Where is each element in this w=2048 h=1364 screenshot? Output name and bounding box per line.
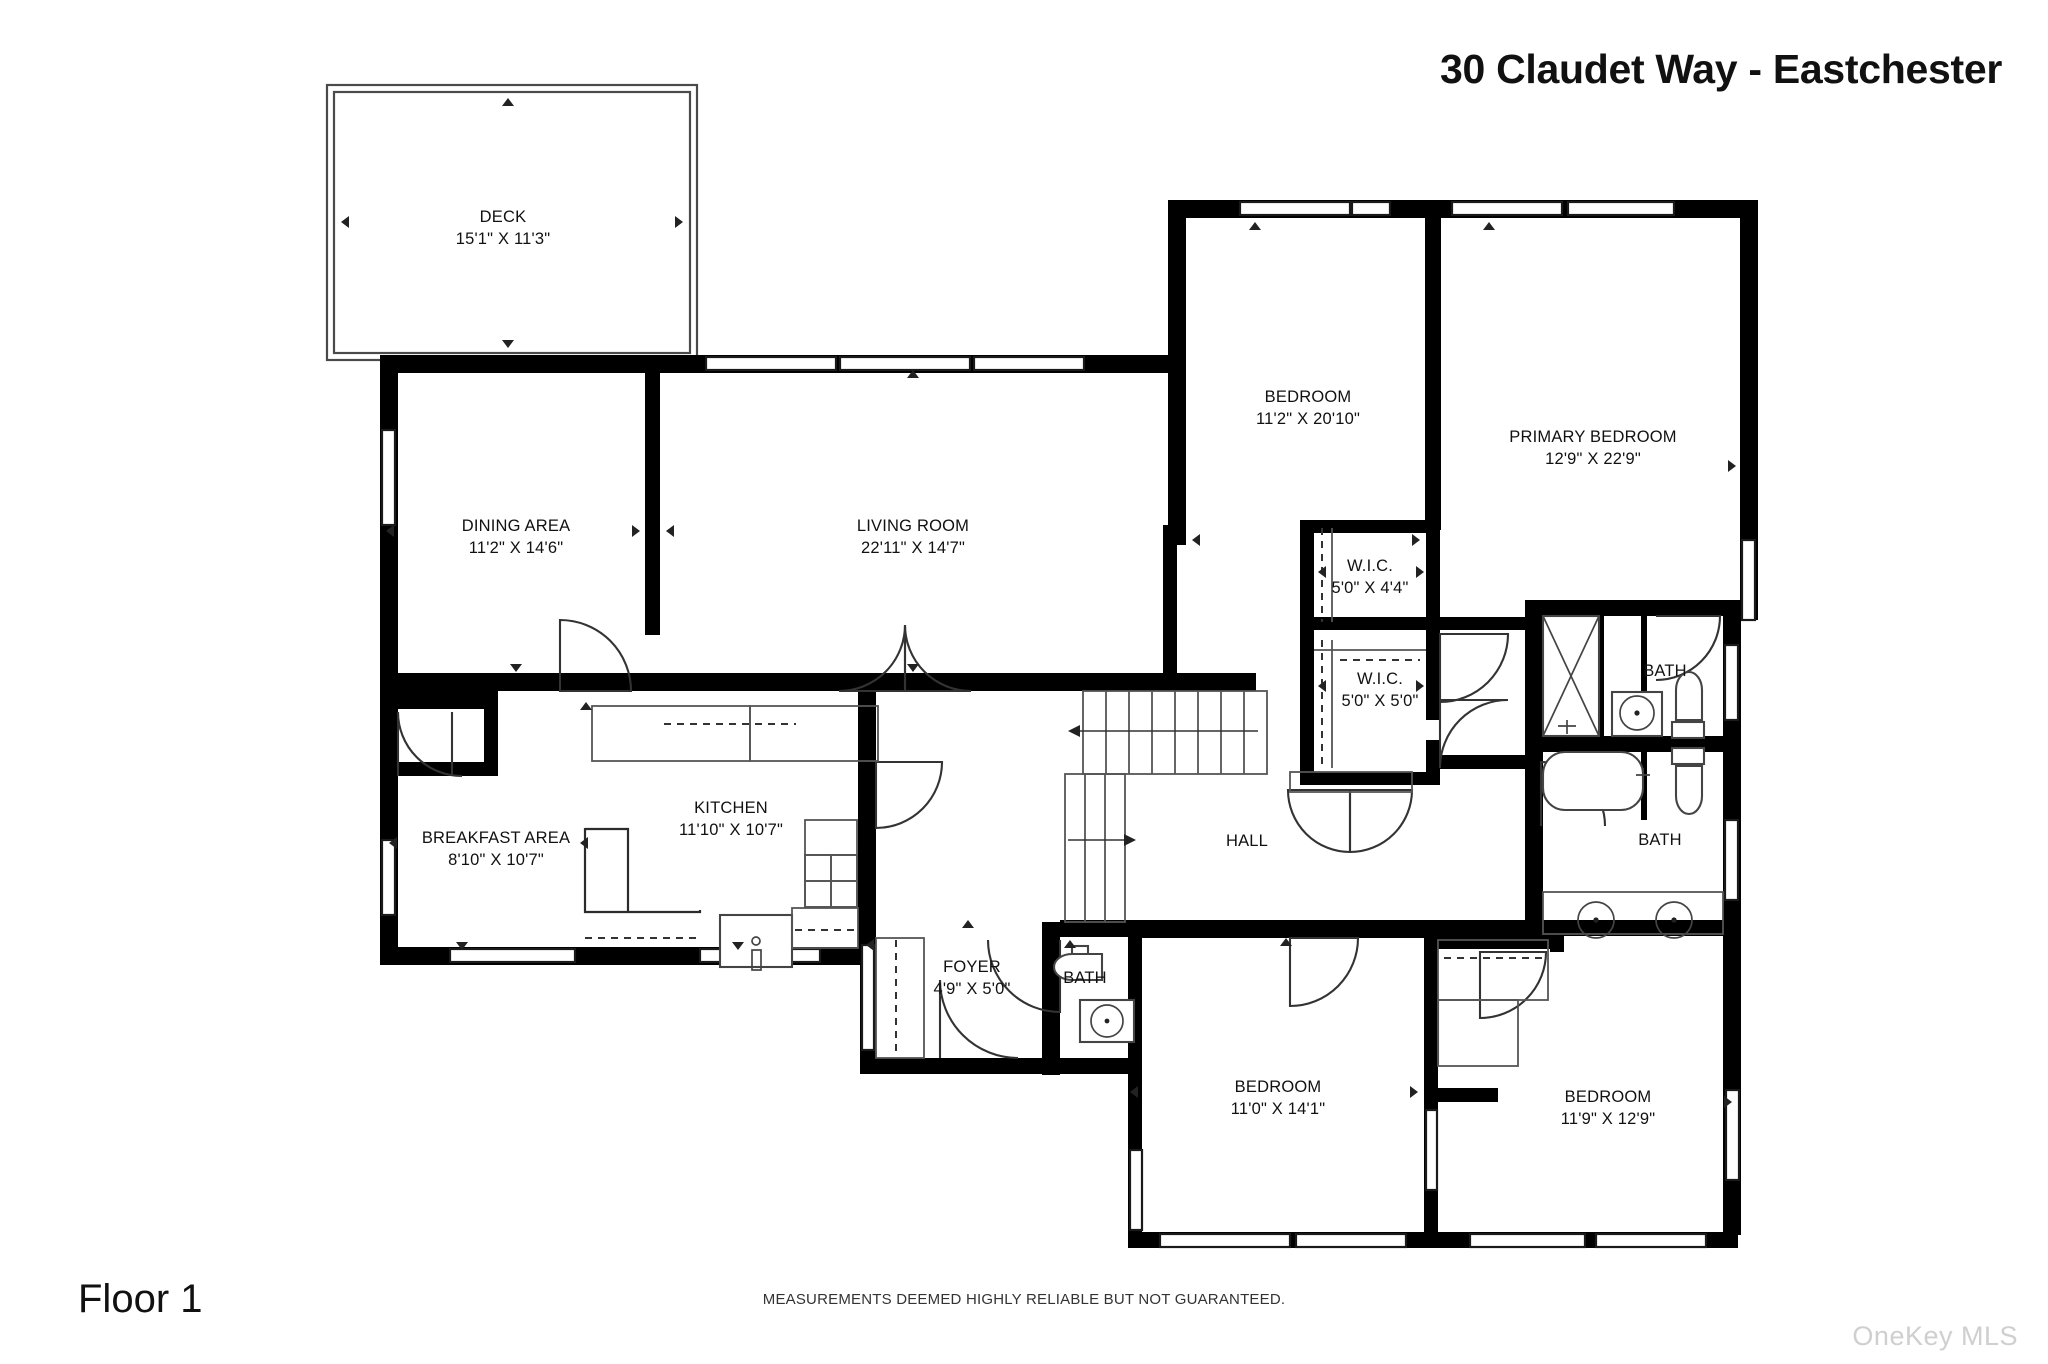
room-name-bath-powder: BATH: [1063, 969, 1107, 987]
room-label-wic-upper: W.I.C. 5'0" X 4'4": [1331, 557, 1408, 597]
dimension-ticks: [386, 222, 1736, 1108]
room-name-hall: HALL: [1226, 832, 1268, 850]
room-name-primary-bedroom: PRIMARY BEDROOM: [1509, 428, 1676, 446]
room-name-bedroom-upper: BEDROOM: [1265, 388, 1352, 406]
room-dimensions-bedroom-lower-1: 11'0" X 14'1": [1231, 1100, 1326, 1118]
room-dimensions-foyer: 4'9" X 5'0": [933, 980, 1010, 998]
room-dimensions-wic-lower: 5'0" X 5'0": [1341, 692, 1418, 710]
room-label-bath-powder: BATH: [1063, 969, 1107, 987]
kitchen-fixtures: [583, 705, 925, 1059]
closet-shelving: [1289, 528, 1549, 1067]
room-label-primary-bedroom: PRIMARY BEDROOM 12'9" X 22'9": [1509, 428, 1676, 468]
room-label-kitchen: KITCHEN 11'10" X 10'7": [679, 799, 783, 839]
room-label-bedroom-upper: BEDROOM 11'2" X 20'10": [1256, 388, 1360, 428]
onekey-mls-watermark: OneKey MLS: [1852, 1321, 2018, 1351]
room-dimensions-bedroom-lower-2: 11'9" X 12'9": [1561, 1110, 1656, 1128]
room-label-deck: DECK 15'1" X 11'3": [456, 208, 551, 248]
room-label-dining-area: DINING AREA 11'2" X 14'6": [462, 517, 571, 557]
room-name-dining-area: DINING AREA: [462, 517, 571, 535]
room-name-foyer: FOYER: [943, 958, 1001, 976]
room-label-breakfast-area: BREAKFAST AREA 8'10" X 10'7": [422, 829, 570, 869]
page-title: 30 Claudet Way - Eastchester: [1439, 46, 2002, 92]
room-name-wic-upper: W.I.C.: [1347, 557, 1393, 575]
room-label-bath-primary: BATH: [1643, 662, 1687, 680]
room-name-breakfast-area: BREAKFAST AREA: [422, 829, 570, 847]
room-label-foyer: FOYER 4'9" X 5'0": [933, 958, 1010, 998]
room-name-bedroom-lower-2: BEDROOM: [1565, 1088, 1652, 1106]
room-dimensions-living-room: 22'11" X 14'7": [861, 539, 965, 557]
room-dimensions-kitchen: 11'10" X 10'7": [679, 821, 783, 839]
room-name-kitchen: KITCHEN: [694, 799, 768, 817]
floor-label: Floor 1: [78, 1277, 203, 1321]
room-label-bedroom-lower-2: BEDROOM 11'9" X 12'9": [1561, 1088, 1656, 1128]
room-dimensions-bedroom-upper: 11'2" X 20'10": [1256, 410, 1360, 428]
room-dimensions-breakfast-area: 8'10" X 10'7": [448, 851, 544, 869]
room-name-bedroom-lower-1: BEDROOM: [1235, 1078, 1322, 1096]
room-label-wic-lower: W.I.C. 5'0" X 5'0": [1341, 670, 1418, 710]
room-name-wic-lower: W.I.C.: [1357, 670, 1403, 688]
room-name-bath-primary: BATH: [1643, 662, 1687, 680]
room-labels: DECK 15'1" X 11'3" DINING AREA 11'2" X 14'6…: [422, 208, 1687, 1128]
room-label-hall: HALL: [1226, 832, 1268, 850]
room-label-bedroom-lower-1: BEDROOM 11'0" X 14'1": [1231, 1078, 1326, 1118]
room-dimensions-wic-upper: 5'0" X 4'4": [1331, 579, 1408, 597]
room-name-bath-hall: BATH: [1638, 831, 1682, 849]
room-name-living-room: LIVING ROOM: [857, 517, 969, 535]
room-dimensions-dining-area: 11'2" X 14'6": [469, 539, 564, 557]
room-dimensions-primary-bedroom: 12'9" X 22'9": [1545, 450, 1641, 468]
room-label-living-room: LIVING ROOM 22'11" X 14'7": [857, 517, 969, 557]
room-label-bath-hall: BATH: [1638, 831, 1682, 849]
room-dimensions-deck: 15'1" X 11'3": [456, 230, 551, 248]
measurement-disclaimer: MEASUREMENTS DEEMED HIGHLY RELIABLE BUT …: [762, 1291, 1286, 1308]
bath-fixtures: [1052, 614, 1724, 1044]
room-name-deck: DECK: [480, 208, 527, 226]
staircase: [1064, 690, 1268, 923]
